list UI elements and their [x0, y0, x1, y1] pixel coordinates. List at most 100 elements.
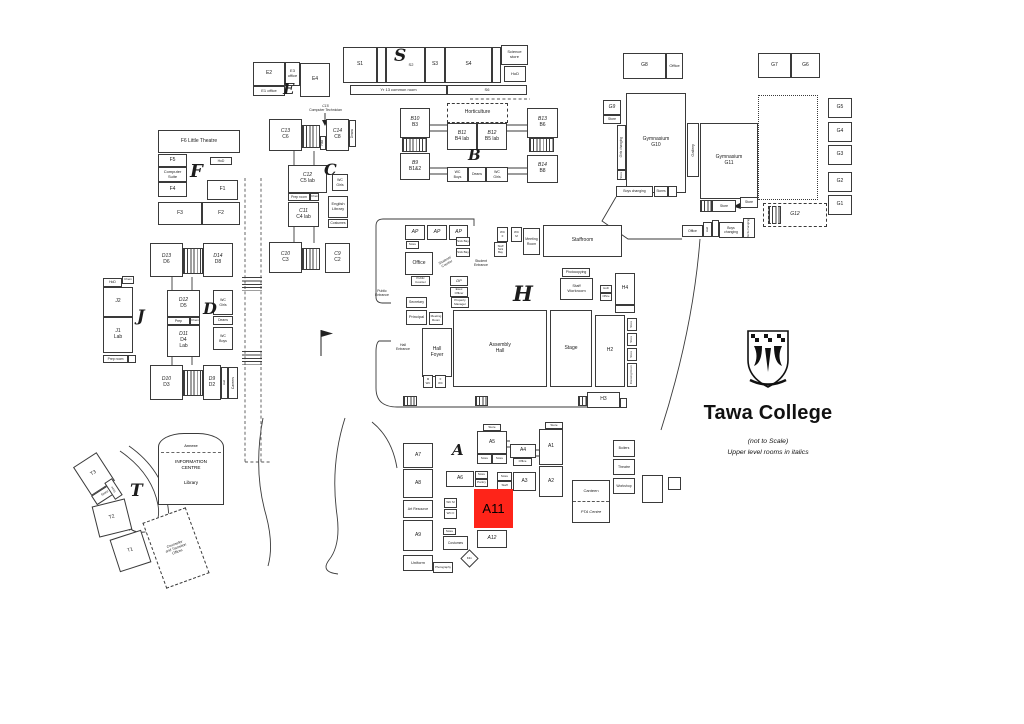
room-label: A1	[547, 443, 555, 450]
room-label: Store	[744, 200, 754, 205]
room-label: S4	[465, 61, 472, 68]
room-g6: G6	[791, 53, 820, 78]
dashed-roadways	[244, 98, 530, 463]
room-a1-store-top: Store	[545, 422, 563, 429]
room-g8: G8	[623, 53, 666, 79]
room-label: Entrance	[374, 293, 389, 297]
room-label: M	[426, 377, 430, 382]
room-label: C12	[302, 172, 313, 179]
room-label: B8	[539, 168, 546, 174]
italics-note: Upper level rooms in italics	[727, 448, 809, 456]
room-label: S2	[408, 61, 414, 67]
room-label: Office	[669, 62, 680, 68]
room-label: Stores	[656, 188, 666, 193]
room-label: F	[501, 233, 504, 238]
room-label: H3	[600, 396, 607, 403]
room-label: Store	[109, 485, 117, 494]
room-c-prep-room: Prep room	[288, 193, 310, 201]
room-label: G11	[724, 160, 734, 166]
room-label: Office	[518, 459, 527, 464]
room-label: AP	[455, 228, 462, 235]
room-a5-store-2: Store	[492, 454, 507, 464]
room-label: WC	[454, 170, 461, 175]
room-label: B6	[539, 122, 546, 128]
room-label: Girls changing	[618, 137, 623, 158]
room-label: WC	[514, 229, 519, 234]
room-g9-store: Store	[603, 115, 621, 124]
room-label: Store	[629, 351, 634, 358]
room-label: Store	[719, 203, 729, 208]
room-label: WC	[337, 178, 343, 183]
room-ap-2: AP	[427, 225, 447, 240]
room-label: Lab	[113, 334, 123, 340]
room-a5-store-1: Store	[477, 454, 492, 464]
room-label: S3	[431, 61, 439, 68]
room-label: T3	[89, 469, 98, 478]
block-letter-d: D	[203, 299, 217, 318]
room-label: Store	[408, 242, 417, 247]
room-a8: A8	[403, 469, 433, 498]
room-label: Chem	[311, 194, 320, 199]
room-label: A2	[547, 477, 555, 484]
room-label: Prep	[174, 318, 183, 323]
room-label: Sick	[497, 246, 504, 251]
room-a6: A6	[446, 471, 474, 487]
room-label: Foyer	[430, 351, 444, 358]
room-label: Computer Technician	[309, 108, 342, 112]
room-label: B11	[457, 129, 467, 136]
room-label: B10	[410, 116, 420, 123]
room-a4: A4	[510, 444, 536, 458]
room-label: Staff	[497, 243, 504, 248]
room-d-chem: Chem	[190, 317, 200, 325]
room-label: Meeting	[430, 313, 442, 318]
room-label: Chem	[191, 318, 200, 323]
room-label: D8	[214, 259, 222, 265]
room-sick-bay-1: Sick Bay	[456, 237, 470, 246]
room-label: Counter	[415, 280, 426, 284]
room-s6: S6	[447, 85, 527, 95]
room-f-hod: HoD	[210, 157, 232, 165]
room-label: M	[515, 233, 518, 238]
room-label: G12	[790, 211, 800, 218]
room-j-chem: Chem	[122, 276, 134, 284]
room-label: Student	[474, 258, 488, 263]
room-label: D12	[178, 296, 189, 303]
room-a6-store: Store	[475, 471, 488, 479]
room-label: office	[287, 73, 298, 78]
room-label: E1 office	[261, 87, 277, 93]
room-label: Kiln	[466, 555, 472, 560]
room-label: Store	[477, 472, 486, 477]
room-label: Office	[412, 259, 426, 266]
room-c-chem: Chem	[310, 193, 319, 201]
room-label: WC	[494, 170, 500, 175]
room-a6-pantry: Pantry	[475, 479, 488, 487]
room-s4: S4	[445, 47, 492, 83]
room-label: B4 lab	[454, 135, 470, 142]
room-workshop: Workshop	[613, 478, 635, 494]
room-label: HoD	[510, 70, 519, 76]
room-j-small	[128, 355, 136, 363]
room-label: Assembly	[489, 341, 511, 348]
block-letter-t: T	[130, 481, 143, 501]
room-label: PTA Centre	[573, 501, 609, 522]
room-courts-outline	[758, 95, 818, 200]
room-label: Girls	[493, 174, 501, 179]
room-g9: G9	[603, 100, 621, 115]
room-a3: A3	[513, 472, 536, 491]
room-a-wc-f: WC F	[444, 509, 457, 519]
room-label: Hall	[495, 347, 505, 354]
room-label: E4	[311, 76, 319, 83]
room-label: Canteen	[583, 487, 599, 493]
room-label: Photography	[435, 564, 451, 569]
room-label: Hall	[399, 342, 407, 347]
room-h-steps-3	[578, 396, 587, 406]
